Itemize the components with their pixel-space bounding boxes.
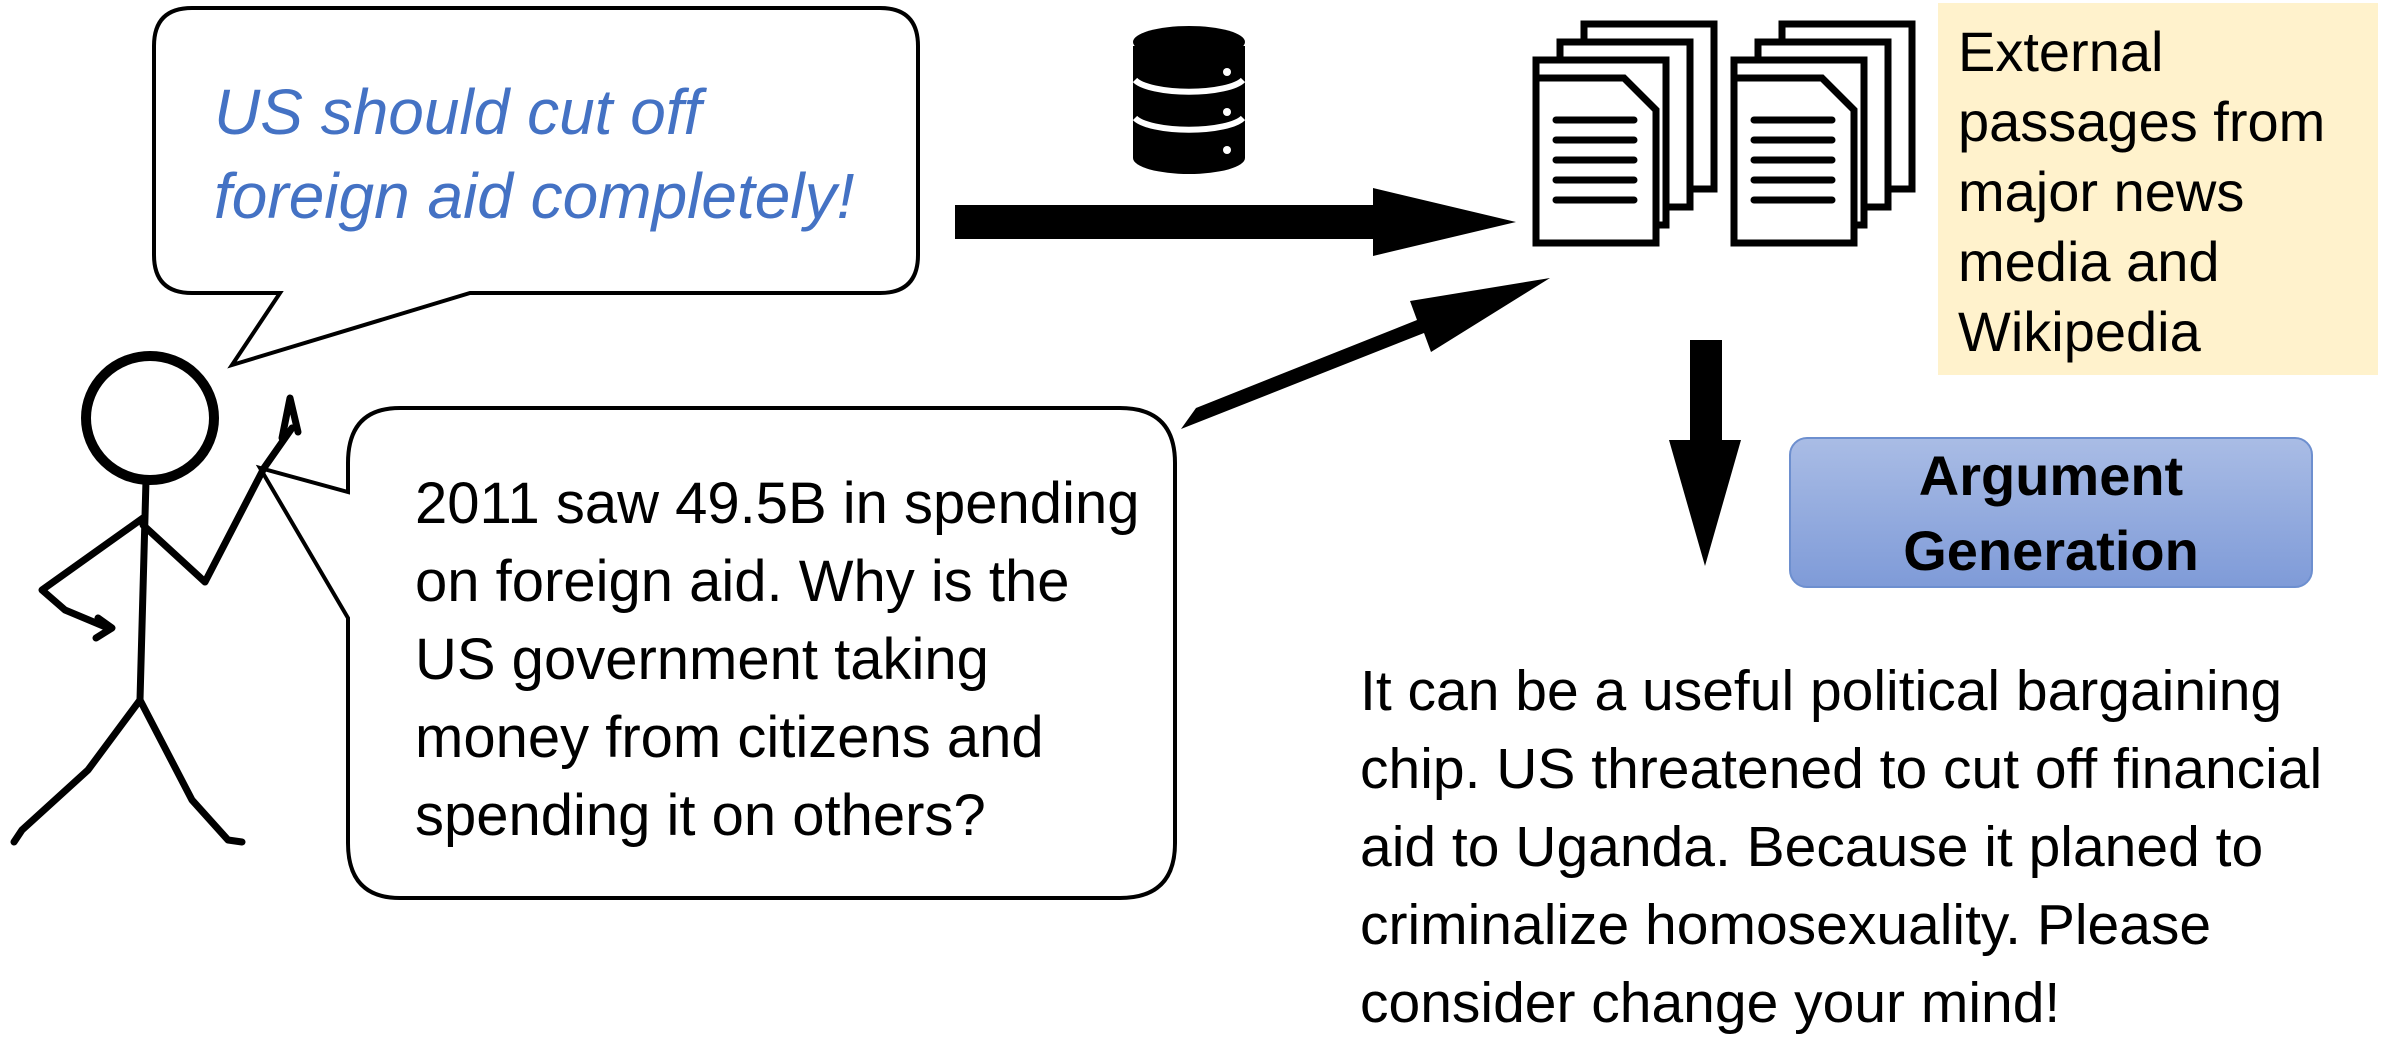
stick-figure-right-hand (278, 394, 302, 442)
argument-generation-box: Argument Generation (1789, 437, 2313, 588)
claim-to-documents-arrow (955, 188, 1516, 256)
claim-text: US should cut off foreign aid completely… (214, 76, 855, 232)
documents-to-output-arrow (1669, 340, 1741, 566)
premise-text: 2011 saw 49.5B in spending on foreign ai… (415, 471, 1140, 848)
premise-to-documents-arrow (1181, 278, 1550, 429)
stick-figure-body (136, 476, 150, 704)
stick-figure-right-leg (136, 696, 246, 846)
premise-speech-bubble (255, 406, 1177, 900)
stick-figure-left-hand (92, 614, 116, 642)
document-lines (1552, 116, 1836, 204)
claim-speech-bubble (152, 6, 920, 369)
external-sources-note: External passages from major news media … (1938, 3, 2378, 375)
document-stack-icon (1532, 20, 1916, 247)
generated-argument-text: It can be a useful political bargaining … (1360, 659, 2323, 1035)
stick-figure-head (81, 351, 219, 485)
stick-figure-left-arm (38, 514, 147, 632)
stick-figure-icon (10, 351, 302, 846)
database-icon (1132, 26, 1246, 174)
stick-figure-left-leg (10, 696, 144, 846)
stick-figure-right-arm (139, 424, 296, 586)
